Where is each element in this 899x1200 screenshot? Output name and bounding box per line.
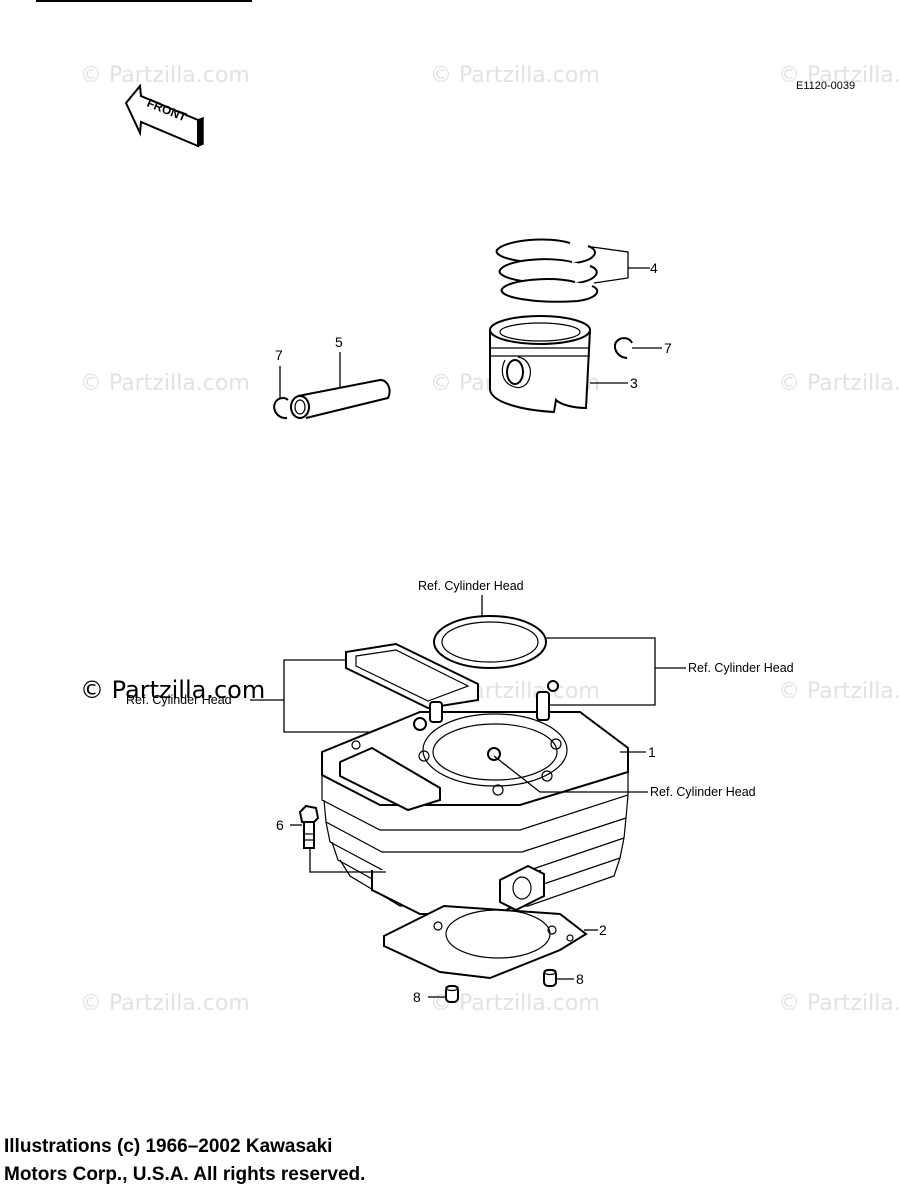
watermark-text: © Partzilla.com xyxy=(778,991,899,1016)
head-gasket-ring xyxy=(433,615,547,669)
callout-3: 3 xyxy=(630,375,638,391)
watermark-text: © Partzilla.com xyxy=(778,63,899,88)
leader-line xyxy=(493,755,648,793)
leader-line xyxy=(283,659,420,733)
callout-8-left: 8 xyxy=(413,989,421,1005)
callout-8-right: 8 xyxy=(576,971,584,987)
callout-5: 5 xyxy=(335,334,343,350)
dowel-pin-left xyxy=(445,984,459,1003)
cylinder-block xyxy=(321,680,629,915)
copyright-line-1: Illustrations (c) 1966–2002 Kawasaki xyxy=(4,1136,333,1157)
piston-pin xyxy=(290,378,391,419)
ref-label-right: Ref. Cylinder Head xyxy=(688,661,794,675)
watermark-text: © Partzilla.com xyxy=(430,63,600,88)
base-gasket xyxy=(383,904,588,980)
dowel-pin-right xyxy=(543,968,557,987)
watermark-text: © Partzilla.com xyxy=(80,371,250,396)
watermark-text: © Partzilla.com xyxy=(80,63,250,88)
ref-label-lower: Ref. Cylinder Head xyxy=(650,785,756,799)
callout-4: 4 xyxy=(650,260,658,276)
leader-line xyxy=(593,268,629,284)
piston-rings xyxy=(495,238,599,303)
leader-line xyxy=(309,848,386,873)
leader-line xyxy=(545,637,656,706)
callout-7-left: 7 xyxy=(275,347,283,363)
circlip-right xyxy=(613,337,633,359)
bolt xyxy=(298,804,320,849)
circlip-left xyxy=(273,397,289,420)
diagram-code: E1120-0039 xyxy=(796,80,855,92)
callout-6: 6 xyxy=(276,817,284,833)
watermark-text: © Partzilla.com xyxy=(80,991,250,1016)
ref-label-left: Ref. Cylinder Head xyxy=(126,693,232,707)
copyright-notice: Illustrations (c) 1966–2002 Kawasaki Mot… xyxy=(4,1133,365,1189)
copyright-line-2: Motors Corp., U.S.A. All rights reserved… xyxy=(4,1164,366,1185)
cam-chain-gasket xyxy=(345,642,479,710)
ref-label-top: Ref. Cylinder Head xyxy=(418,579,524,593)
callout-2: 2 xyxy=(599,922,607,938)
watermark-text: © Partzilla.com xyxy=(80,676,265,704)
callout-7-right: 7 xyxy=(664,340,672,356)
front-arrow-icon: FRONT xyxy=(124,83,204,148)
piston xyxy=(489,315,592,414)
callout-1: 1 xyxy=(648,744,656,760)
watermarks: © Partzilla.com © Partzilla.com © Partzi… xyxy=(80,63,899,1016)
watermark-text: © Partzilla.com xyxy=(778,371,899,396)
watermark-text: © Partzilla.com xyxy=(778,679,899,704)
leader-line xyxy=(591,246,650,269)
